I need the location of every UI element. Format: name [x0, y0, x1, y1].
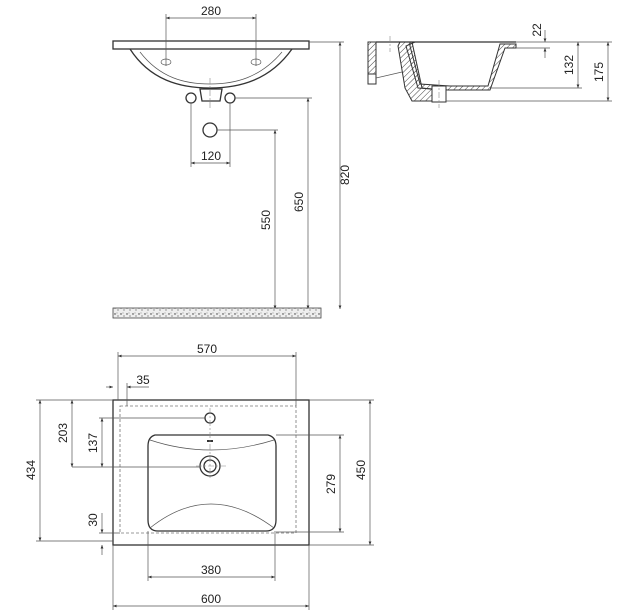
basin-inner-line — [139, 51, 283, 85]
dim-279: 279 — [324, 474, 338, 494]
dim-137: 137 — [86, 433, 100, 453]
front-view: 280 120 550 650 820 — [112, 4, 352, 319]
dim-132: 132 — [562, 55, 576, 75]
basin-bowl-outline — [129, 48, 293, 89]
bowl-outline — [147, 434, 277, 532]
countertop — [112, 40, 310, 50]
dim-120: 120 — [201, 149, 221, 163]
floor — [112, 307, 322, 319]
dim-434: 434 — [24, 460, 38, 480]
dim-203: 203 — [56, 423, 70, 443]
trap-connection-right — [224, 92, 236, 104]
basin-outline — [112, 399, 310, 546]
dim-570: 570 — [197, 342, 217, 356]
bowl-contour-lines — [149, 439, 275, 529]
dim-30: 30 — [86, 513, 100, 527]
basin-section — [376, 41, 517, 91]
cabinet-outline — [119, 405, 297, 534]
dim-22: 22 — [530, 23, 544, 37]
side-view: 22 132 175 — [367, 23, 612, 108]
wall-drain — [202, 122, 218, 138]
dim-280: 280 — [201, 4, 221, 18]
drain-trap — [199, 88, 223, 102]
dim-650: 650 — [292, 192, 306, 212]
dim-35: 35 — [136, 373, 150, 387]
dim-550: 550 — [259, 210, 273, 230]
dim-175: 175 — [592, 62, 606, 82]
top-view: 570 35 434 203 137 30 450 279 380 — [24, 342, 374, 610]
dim-380: 380 — [201, 563, 221, 577]
trap-connection-left — [185, 92, 197, 104]
dim-600: 600 — [201, 592, 221, 606]
wall-bracket — [367, 41, 377, 79]
dim-450: 450 — [354, 460, 368, 480]
dim-820: 820 — [338, 165, 352, 185]
